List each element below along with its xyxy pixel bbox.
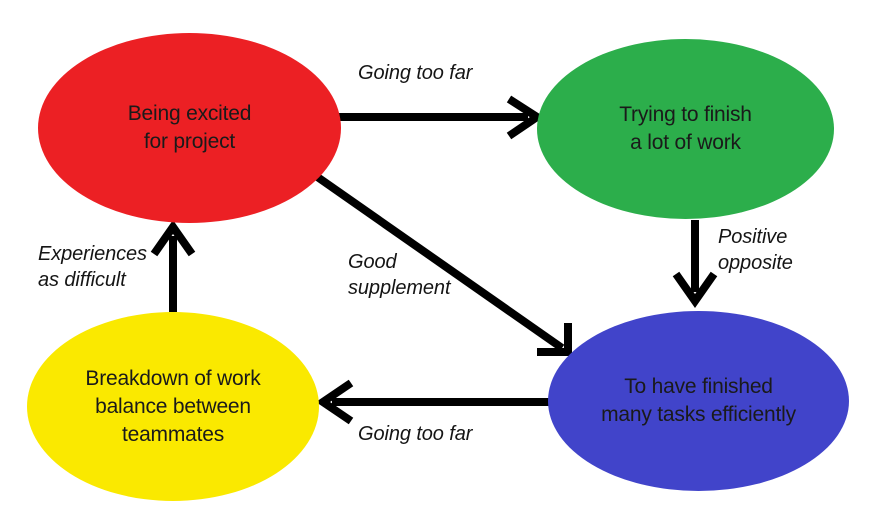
arrow-green-to-blue	[672, 220, 718, 308]
edge-label-red-to-blue: Good supplement	[348, 251, 451, 299]
node-being-excited-for-project[interactable]: Being excited for project	[38, 33, 341, 223]
node-label: Being excited for project	[127, 102, 252, 153]
node-to-have-finished-many-tasks-efficiently[interactable]: To have finished many tasks efficiently	[548, 311, 849, 491]
node-trying-to-finish-a-lot-of-work[interactable]: Trying to finish a lot of work	[537, 39, 834, 219]
arrow-yellow-to-red	[150, 220, 196, 312]
edge-label-red-to-green: Going too far	[358, 62, 473, 84]
edge-label-yellow-to-red: Experiences as difficult	[38, 243, 147, 291]
edge-label-green-to-blue: Positive opposite	[718, 226, 793, 274]
node-label: Trying to finish a lot of work	[619, 103, 752, 154]
arrow-red-to-green	[337, 95, 545, 140]
edge-label-blue-to-yellow: Going too far	[358, 423, 473, 445]
arrow-blue-to-yellow	[315, 379, 549, 425]
node-breakdown-of-work-balance[interactable]: Breakdown of work balance between teamma…	[27, 312, 319, 501]
node-label: To have finished many tasks efficiently	[601, 375, 796, 426]
node-label: Breakdown of work balance between teamma…	[85, 366, 261, 446]
